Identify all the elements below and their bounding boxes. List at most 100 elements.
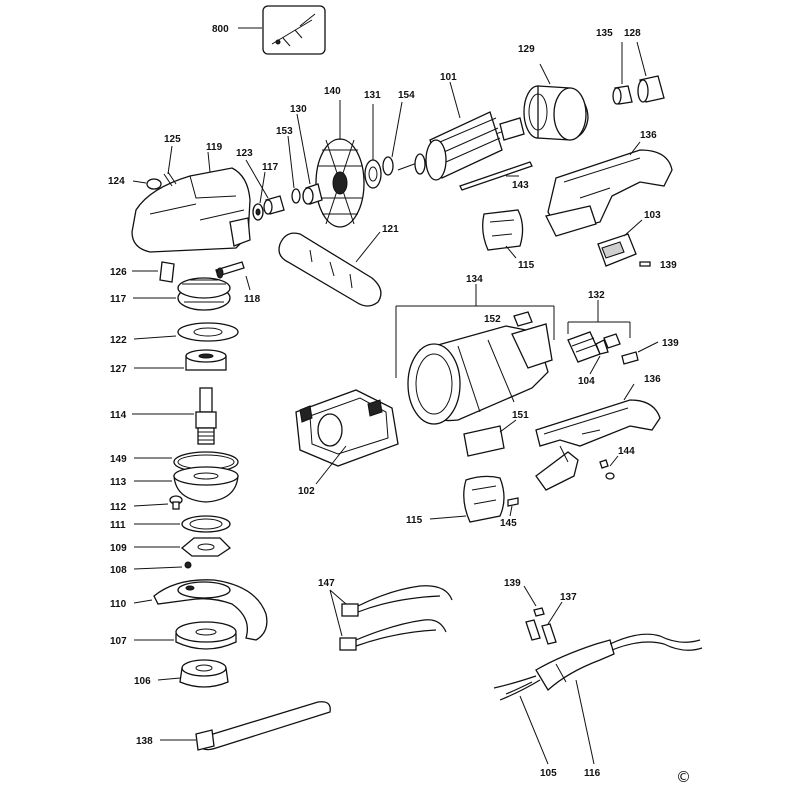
label-108: 108 [110, 565, 127, 576]
part-116-sleeve[interactable] [535, 639, 615, 692]
label-112: 112 [110, 502, 127, 513]
label-139-a: 139 [660, 260, 677, 271]
label-111: 111 [110, 520, 126, 531]
label-145: 145 [500, 518, 517, 529]
label-134: 134 [466, 274, 483, 285]
label-144: 144 [618, 446, 635, 457]
part-105-cable[interactable] [493, 633, 703, 701]
part-119-gear-housing[interactable] [131, 167, 251, 253]
label-113: 113 [110, 477, 127, 488]
part-106-nut[interactable] [179, 659, 229, 688]
label-154: 154 [398, 90, 415, 101]
label-153: 153 [276, 126, 293, 137]
label-117-top: 117 [262, 162, 279, 173]
part-108-screw[interactable] [184, 561, 192, 569]
label-137: 137 [560, 592, 577, 603]
part-123-nut[interactable] [263, 195, 285, 215]
part-128-bushing[interactable] [637, 75, 665, 103]
label-138: 138 [136, 736, 153, 747]
label-126: 126 [110, 267, 127, 278]
part-104-brush[interactable] [595, 339, 609, 355]
part-139-screw-c[interactable] [533, 607, 545, 617]
part-131-washer[interactable] [364, 159, 382, 189]
part-113-bearing-plate[interactable] [173, 466, 239, 503]
part-127-bearing[interactable] [185, 349, 227, 371]
part-112-screw[interactable] [169, 495, 183, 510]
part-114-spindle[interactable] [195, 387, 217, 445]
part-139-screw-b[interactable] [621, 351, 639, 365]
label-130: 130 [290, 104, 307, 115]
part-152-brush[interactable] [513, 311, 533, 327]
part-138-wrench[interactable] [195, 701, 331, 751]
part-154-washer[interactable] [382, 156, 394, 176]
label-121: 121 [382, 224, 399, 235]
label-122: 122 [110, 335, 127, 346]
label-136-top: 136 [640, 130, 657, 141]
part-102-field[interactable] [295, 389, 399, 467]
part-129-cover[interactable] [523, 85, 589, 141]
part-140-fan[interactable] [315, 138, 365, 228]
part-137-clamp[interactable] [525, 619, 557, 645]
label-143: 143 [512, 180, 529, 191]
part-107-flange[interactable] [175, 621, 237, 650]
label-135: 135 [596, 28, 613, 39]
part-101-armature[interactable] [397, 111, 525, 181]
part-121-side-handle[interactable] [278, 232, 382, 307]
label-101: 101 [440, 72, 457, 83]
label-115-top: 115 [518, 260, 535, 271]
label-136-lower: 136 [644, 374, 661, 385]
copyright-mark: © [676, 768, 691, 786]
part-134-motor-housing[interactable] [407, 323, 553, 425]
label-109: 109 [110, 543, 127, 554]
label-107: 107 [110, 636, 127, 647]
part-115-plate-lower[interactable] [463, 475, 505, 523]
part-117-gear[interactable] [177, 277, 231, 311]
part-136-handle-lower[interactable] [535, 399, 661, 491]
part-126-plug[interactable] [159, 261, 175, 283]
part-124-125-vent[interactable] [146, 171, 177, 190]
part-147-brush-leads[interactable] [339, 585, 453, 651]
label-114: 114 [110, 410, 127, 421]
label-124: 124 [108, 176, 125, 187]
label-110: 110 [110, 599, 127, 610]
part-145-screw[interactable] [507, 497, 519, 507]
part-117-bearing-small[interactable] [252, 203, 264, 221]
part-111-ring[interactable] [181, 515, 231, 533]
part-144-screws[interactable] [599, 459, 615, 480]
part-115-plate-top[interactable] [482, 209, 524, 251]
part-118-pin[interactable] [215, 261, 245, 279]
label-131: 131 [364, 90, 381, 101]
part-132-brush-holder[interactable] [567, 331, 621, 363]
label-123: 123 [236, 148, 253, 159]
label-139-b: 139 [662, 338, 679, 349]
part-136-handle-top[interactable] [545, 149, 673, 237]
label-128: 128 [624, 28, 641, 39]
label-129: 129 [518, 44, 535, 55]
part-135-bushing[interactable] [612, 85, 633, 105]
label-104: 104 [578, 376, 595, 387]
label-102: 102 [298, 486, 315, 497]
part-800-tool[interactable] [262, 5, 326, 55]
label-106: 106 [134, 676, 151, 687]
label-103: 103 [644, 210, 661, 221]
part-153-washer[interactable] [291, 188, 301, 204]
part-122-washer[interactable] [177, 322, 239, 342]
label-115-lower: 115 [406, 515, 423, 526]
label-151: 151 [512, 410, 529, 421]
part-110-guard[interactable] [153, 579, 268, 641]
part-103-switch[interactable] [597, 233, 637, 267]
part-130-ring[interactable] [302, 183, 323, 205]
part-139-screw-a[interactable] [639, 261, 651, 267]
label-147: 147 [318, 578, 335, 589]
label-132: 132 [588, 290, 605, 301]
label-105: 105 [540, 768, 557, 779]
part-151-label[interactable] [463, 425, 505, 457]
part-143-rod[interactable] [459, 161, 533, 191]
label-140: 140 [324, 86, 341, 97]
part-109-plate[interactable] [180, 537, 232, 557]
label-118: 118 [244, 294, 261, 305]
label-139-c: 139 [504, 578, 521, 589]
label-119: 119 [206, 142, 223, 153]
label-125: 125 [164, 134, 181, 145]
label-149: 149 [110, 454, 127, 465]
